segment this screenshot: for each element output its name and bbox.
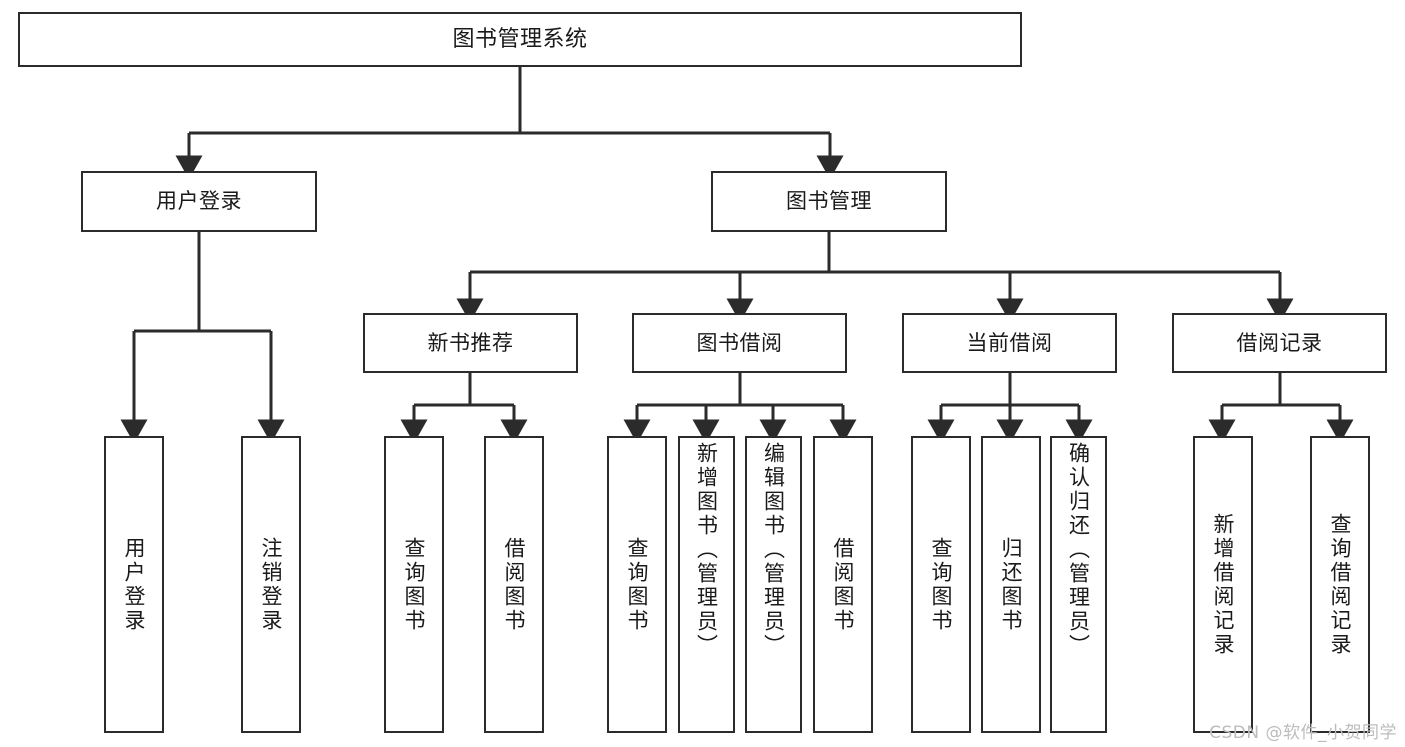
node-label: 注销登录: [259, 536, 284, 633]
leaf-user-login-logout[interactable]: 注销登录: [241, 436, 301, 733]
leaf-bookborrow-edit-book-admin[interactable]: 编辑图书（管理员）: [745, 436, 802, 733]
node-label: 查询图书: [625, 536, 650, 633]
leaf-user-login-login[interactable]: 用户登录: [104, 436, 164, 733]
node-label: 图书管理: [786, 189, 872, 214]
node-label: 图书管理系统: [452, 26, 588, 52]
leaf-newbook-query-book[interactable]: 查询图书: [384, 436, 444, 733]
node-label: 用户登录: [122, 536, 147, 633]
node-label: 用户登录: [156, 189, 242, 214]
node-new-book-recommend[interactable]: 新书推荐: [363, 313, 578, 373]
leaf-bookborrow-borrow-book[interactable]: 借阅图书: [813, 436, 873, 733]
node-label: 借阅图书: [502, 536, 527, 633]
node-label: 新书推荐: [427, 330, 514, 355]
node-label: 归还图书: [999, 536, 1024, 633]
leaf-currentborrow-query-book[interactable]: 查询图书: [911, 436, 971, 733]
leaf-currentborrow-return-book[interactable]: 归还图书: [981, 436, 1041, 733]
leaf-newbook-borrow-book[interactable]: 借阅图书: [484, 436, 544, 733]
leaf-borrowrecords-add-record[interactable]: 新增借阅记录: [1193, 436, 1253, 733]
leaf-currentborrow-confirm-return-admin[interactable]: 确认归还（管理员）: [1050, 436, 1107, 733]
node-label: 查询图书: [402, 536, 427, 633]
node-label: 图书借阅: [696, 330, 783, 355]
node-borrow-records[interactable]: 借阅记录: [1172, 313, 1387, 373]
node-user-login[interactable]: 用户登录: [81, 171, 317, 232]
node-label: 确认归还（管理员）: [1066, 442, 1091, 658]
leaf-bookborrow-query-book[interactable]: 查询图书: [607, 436, 667, 733]
node-book-management[interactable]: 图书管理: [711, 171, 947, 232]
node-root-system[interactable]: 图书管理系统: [18, 12, 1022, 67]
node-label: 新增图书（管理员）: [694, 442, 719, 658]
node-current-borrow[interactable]: 当前借阅: [902, 313, 1117, 373]
watermark-text: CSDN @软件_小贺同学: [1209, 723, 1397, 743]
node-label: 新增借阅记录: [1211, 512, 1236, 657]
node-label: 编辑图书（管理员）: [761, 442, 786, 658]
leaf-bookborrow-add-book-admin[interactable]: 新增图书（管理员）: [678, 436, 735, 733]
node-label: 借阅图书: [831, 536, 856, 633]
node-book-borrow[interactable]: 图书借阅: [632, 313, 847, 373]
node-label: 借阅记录: [1236, 330, 1323, 355]
node-label: 当前借阅: [966, 330, 1053, 355]
node-label: 查询借阅记录: [1328, 512, 1353, 657]
leaf-borrowrecords-query-record[interactable]: 查询借阅记录: [1310, 436, 1370, 733]
node-label: 查询图书: [929, 536, 954, 633]
